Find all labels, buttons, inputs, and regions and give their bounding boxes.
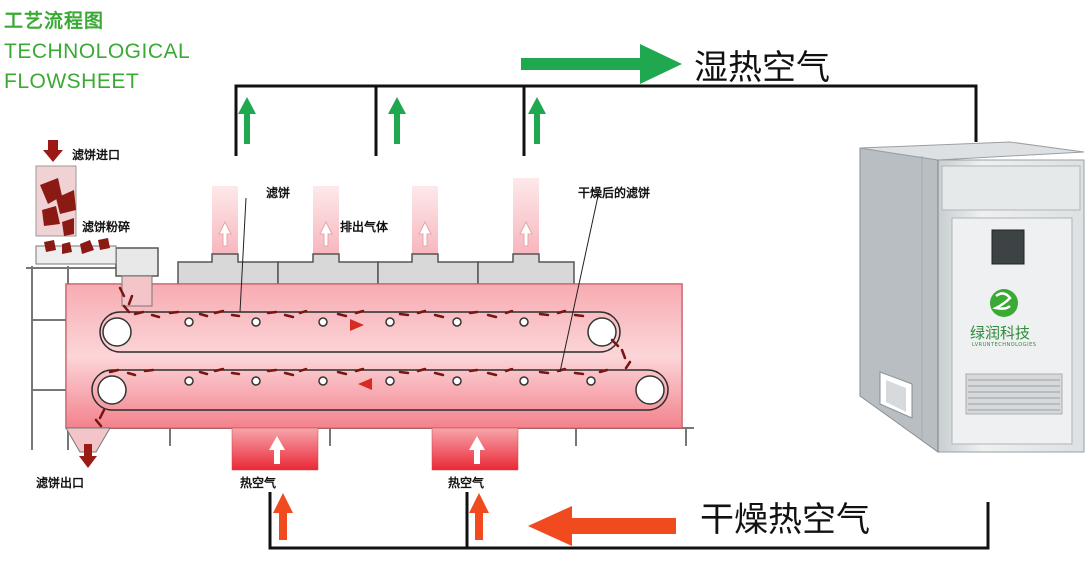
humid-air-duct xyxy=(234,84,978,156)
brand-name: 绿润科技 xyxy=(970,324,1031,342)
right-arrow-icon xyxy=(521,44,682,84)
title-en-line1: TECHNOLOGICAL xyxy=(4,40,191,63)
belt-direction-arrows xyxy=(350,319,372,390)
title-en-line2: FLOWSHEET xyxy=(4,70,140,93)
dry-air-label: 干燥热空气 xyxy=(700,500,870,540)
feed-hopper xyxy=(35,245,159,307)
leader-lines xyxy=(239,195,599,373)
cake-label: 滤饼 xyxy=(266,186,291,200)
up-arrow-icon xyxy=(238,97,546,144)
logo-icon xyxy=(990,289,1018,317)
brand-subtitle: LVRUNTECHNOLOGIES xyxy=(972,342,1037,348)
hot-air-label-1: 热空气 xyxy=(240,476,277,490)
exhaust-gas-label: 排出气体 xyxy=(340,220,389,234)
title-cn: 工艺流程图 xyxy=(4,10,105,32)
up-arrow-icon xyxy=(273,493,489,540)
dry-air-duct xyxy=(268,492,990,550)
cake-chunks xyxy=(40,178,110,254)
exhaust-plumes xyxy=(212,178,539,256)
inlet-arrows xyxy=(269,436,485,464)
cake-outlet-label: 滤饼出口 xyxy=(36,476,85,490)
down-arrow-icon xyxy=(43,140,97,468)
exhaust-arrows xyxy=(218,220,533,247)
discharge-cone xyxy=(65,427,111,453)
dried-cake-label: 干燥后的滤饼 xyxy=(578,186,651,200)
exhaust-hoods xyxy=(177,253,575,287)
dryer-chamber xyxy=(65,283,683,429)
humid-air-label: 湿热空气 xyxy=(694,48,830,88)
belt-rollers xyxy=(97,317,665,405)
cake-crushing-label: 滤饼粉碎 xyxy=(82,220,131,234)
left-arrow-icon xyxy=(528,506,676,546)
hot-air-label-2: 热空气 xyxy=(448,476,485,490)
cake-inlet-label: 滤饼进口 xyxy=(72,148,121,162)
heat-pump-unit xyxy=(859,141,1085,453)
cake-particles xyxy=(85,286,632,440)
